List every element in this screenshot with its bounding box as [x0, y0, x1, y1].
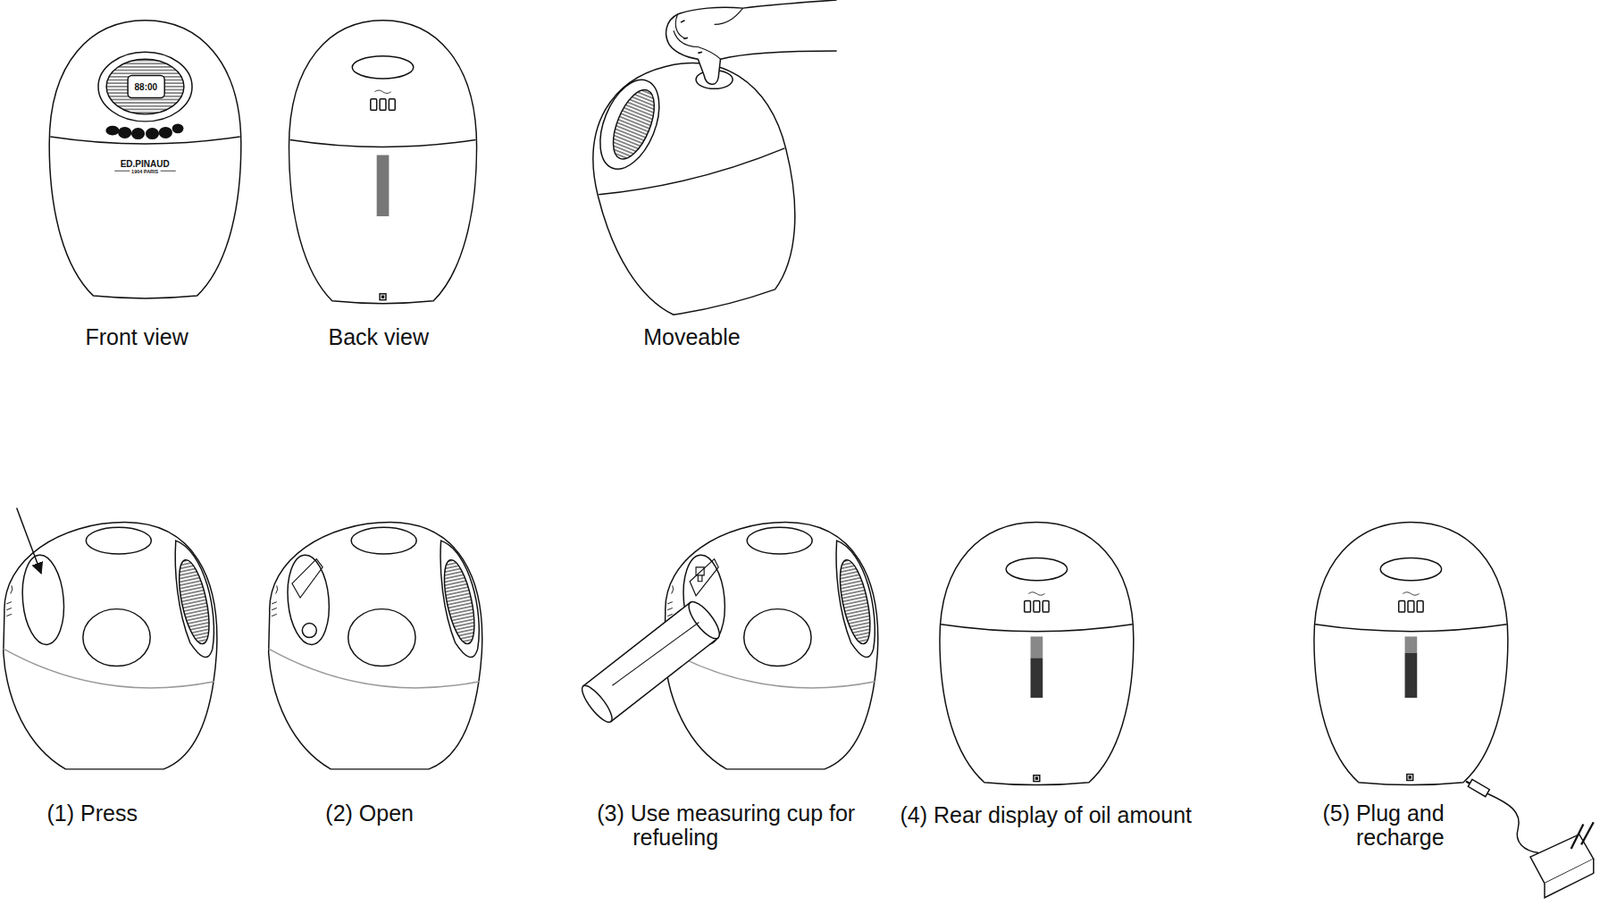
- diffuser-body: [571, 42, 820, 328]
- view-caption: Moveable: [643, 325, 740, 351]
- power-port: [1408, 775, 1412, 779]
- band-line: [1315, 624, 1508, 632]
- handle-hole: [1380, 558, 1442, 581]
- indicator-light: [271, 585, 278, 616]
- indicator-light: [6, 585, 13, 616]
- oil-surface: [611, 621, 699, 686]
- oil-gauge-empty: [1030, 636, 1044, 658]
- oil-gauge-level: [1030, 657, 1044, 698]
- press-arrow: [16, 508, 42, 574]
- open-lid: [689, 559, 719, 596]
- brand-name: ED.PINAUD: [120, 159, 170, 169]
- rule: [114, 170, 130, 172]
- refill-lid: [18, 552, 68, 646]
- power-port: [1035, 776, 1039, 780]
- control-button: [172, 124, 183, 133]
- charger: [1465, 779, 1594, 897]
- handle-hole: [85, 527, 151, 554]
- adapter: [1544, 858, 1594, 897]
- band-line: [940, 624, 1133, 632]
- indicator-light: [370, 99, 377, 111]
- diffuser-body: [268, 522, 483, 770]
- hand: [666, 0, 838, 84]
- handle-hole: [1005, 558, 1068, 581]
- band-line: [50, 136, 240, 144]
- cup-rim: [684, 597, 725, 644]
- control-button: [159, 127, 172, 138]
- handle-hole: [351, 56, 414, 79]
- indicator-light: [379, 99, 386, 111]
- step-caption: (3) Use measuring cup for refueling: [596, 801, 881, 851]
- handle-hole: [351, 527, 417, 554]
- rear-display-figure: [939, 522, 1134, 786]
- indicator-light: [1024, 600, 1031, 612]
- oil-gauge-level: [1405, 653, 1418, 698]
- indicator-light: [388, 99, 395, 111]
- open-lid: [292, 559, 323, 598]
- knuckle-mark: [680, 20, 703, 54]
- brand-tagline: 1904 PARIS: [131, 168, 159, 175]
- indicator-light: [1407, 600, 1415, 612]
- side-recess: [83, 609, 151, 667]
- indicator-light: [1033, 600, 1040, 612]
- indicator-light: [1042, 600, 1049, 612]
- step-caption: (4) Rear display of oil amount: [899, 803, 1192, 829]
- back-view-figure: [288, 20, 477, 304]
- handle-hole: [746, 527, 813, 554]
- step-caption: (5) Plug and recharge: [1310, 801, 1445, 851]
- power-port: [1033, 775, 1040, 782]
- step-caption: (1) Press: [47, 801, 138, 827]
- front-view-figure: [49, 20, 242, 299]
- logo-mark: [1028, 592, 1045, 595]
- measuring-cup: [578, 681, 618, 726]
- recharge-figure: [1314, 522, 1508, 786]
- power-port: [381, 295, 385, 299]
- clock-display: [127, 75, 165, 98]
- diffuser-body: [288, 20, 477, 304]
- step-caption: (2) Open: [325, 801, 414, 827]
- band-line: [290, 139, 477, 147]
- rule: [160, 170, 176, 172]
- finger-line: [673, 8, 744, 59]
- power-port: [379, 293, 386, 301]
- control-button: [106, 126, 119, 135]
- plug: [1467, 779, 1490, 796]
- refill-opening: [301, 623, 317, 638]
- view-caption: Back view: [327, 325, 429, 351]
- top-recess: [98, 51, 193, 122]
- speaker-grille: [834, 557, 877, 647]
- oil-gauge-empty: [1405, 636, 1418, 653]
- indicator-light: [1398, 600, 1406, 612]
- speaker-grille: [604, 83, 663, 165]
- speaker-grille: [438, 557, 481, 647]
- moveable-figure: [571, 0, 838, 328]
- logo-mark: [1402, 592, 1419, 595]
- control-button: [132, 128, 145, 139]
- oil-gauge: [376, 155, 390, 218]
- indicator-light: [1416, 600, 1424, 612]
- control-button: [118, 127, 132, 138]
- cable: [1487, 793, 1539, 853]
- indicator-light: [667, 585, 674, 616]
- control-button: [146, 128, 160, 139]
- side-recess: [348, 609, 416, 667]
- side-recess: [744, 609, 812, 667]
- refill-lid: [284, 552, 333, 646]
- speaker-grille: [173, 557, 216, 647]
- clock-digits: 88:00: [134, 82, 159, 93]
- speaker-grille: [106, 58, 185, 115]
- top-recess: [588, 71, 671, 178]
- step-figure: [268, 522, 483, 770]
- diffuser-body: [1314, 522, 1508, 786]
- diffuser-body: [49, 20, 242, 299]
- view-caption: Front view: [84, 325, 188, 351]
- logo-mark: [374, 90, 391, 93]
- diffuser-body: [939, 522, 1134, 786]
- plug-prong: [1571, 821, 1594, 849]
- power-port: [1407, 774, 1414, 781]
- nozzle: [695, 567, 704, 582]
